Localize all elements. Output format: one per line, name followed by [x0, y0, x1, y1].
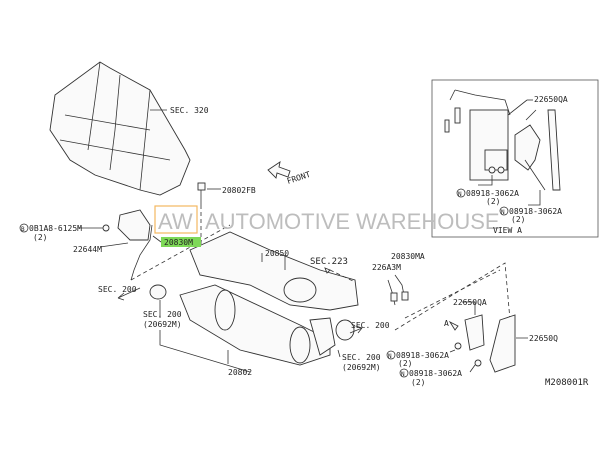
label-20830ma[interactable]: 20830MA — [391, 252, 425, 261]
bracket-22650qa — [464, 314, 485, 351]
label-22650q[interactable]: 22650Q — [529, 334, 558, 343]
label-view-a-ref: A — [444, 319, 449, 328]
label-sec223[interactable]: SEC.223 — [310, 257, 348, 267]
label-qty: (2) — [486, 197, 500, 206]
bolt-mark-icon: B — [21, 226, 25, 233]
bracket-22644m — [117, 209, 151, 241]
label-22644m[interactable]: 22644M — [73, 245, 102, 254]
label-20692m: (20692M) — [143, 320, 182, 329]
highlight-20830m — [161, 237, 201, 247]
bracket-22650q — [489, 314, 516, 373]
label-sec320[interactable]: SEC. 320 — [170, 106, 209, 115]
label-sec200[interactable]: SEC. 200 — [342, 353, 381, 362]
label-sec200[interactable]: SEC. 200 — [98, 285, 137, 294]
label-22650qa[interactable]: 22650QA — [534, 95, 568, 104]
part-labels: SEC. 320 FRONT 20802FB B 0B1A8-6125M (2)… — [19, 106, 589, 388]
label-08918-3062a[interactable]: 08918-3062A — [396, 351, 449, 360]
label-08918-3062a[interactable]: 08918-3062A — [409, 369, 462, 378]
label-qty: (2) — [511, 215, 525, 224]
sec200-arrow-icon — [117, 287, 141, 301]
nut-mark-icon: N — [388, 353, 392, 360]
label-20830m[interactable]: 20830M — [164, 238, 193, 247]
watermark-text: AUTOMOTIVE WAREHOUSE — [205, 209, 500, 234]
nut-mark-icon: N — [458, 191, 462, 198]
label-20802[interactable]: 20802 — [228, 368, 252, 377]
nut-mark-icon: N — [401, 371, 405, 378]
front-arrow-icon — [267, 161, 291, 179]
view-a-drawing — [444, 89, 561, 206]
view-a-arrow-icon — [448, 320, 459, 331]
label-08918-3062a[interactable]: 08918-3062A — [466, 189, 519, 198]
gasket — [335, 319, 355, 341]
label-20802fb[interactable]: 20802FB — [222, 186, 256, 195]
label-0b1a8-6125m[interactable]: 0B1A8-6125M — [29, 224, 82, 233]
label-qty: (2) — [411, 378, 425, 387]
watermark: AW AUTOMOTIVE WAREHOUSE — [154, 205, 500, 234]
label-20692m: (20692M) — [342, 363, 381, 372]
label-22650qa[interactable]: 22650QA — [453, 298, 487, 307]
view-a-frame — [431, 79, 599, 238]
view-a-labels: 22650QA N 08918-3062A (2) N 08918-3062A … — [456, 95, 568, 235]
gasket — [149, 284, 167, 300]
label-226a3m[interactable]: 226A3M — [372, 263, 401, 272]
sec200-arrow-icon — [349, 325, 363, 334]
label-sec200[interactable]: SEC. 200 — [351, 321, 390, 330]
label-qty: (2) — [33, 233, 47, 242]
nut-mark-icon: N — [501, 209, 505, 216]
label-sec200[interactable]: SEC. 200 — [143, 310, 182, 319]
watermark-logo: AW — [158, 209, 193, 234]
view-a-title: VIEW A — [493, 226, 522, 235]
diagram-code: M208001R — [545, 378, 589, 388]
label-qty: (2) — [398, 359, 412, 368]
sec223-arrow-icon — [324, 267, 331, 274]
label-20850[interactable]: 20850 — [265, 249, 289, 258]
label-08918-3062a[interactable]: 08918-3062A — [509, 207, 562, 216]
transmission-housing — [49, 61, 191, 196]
